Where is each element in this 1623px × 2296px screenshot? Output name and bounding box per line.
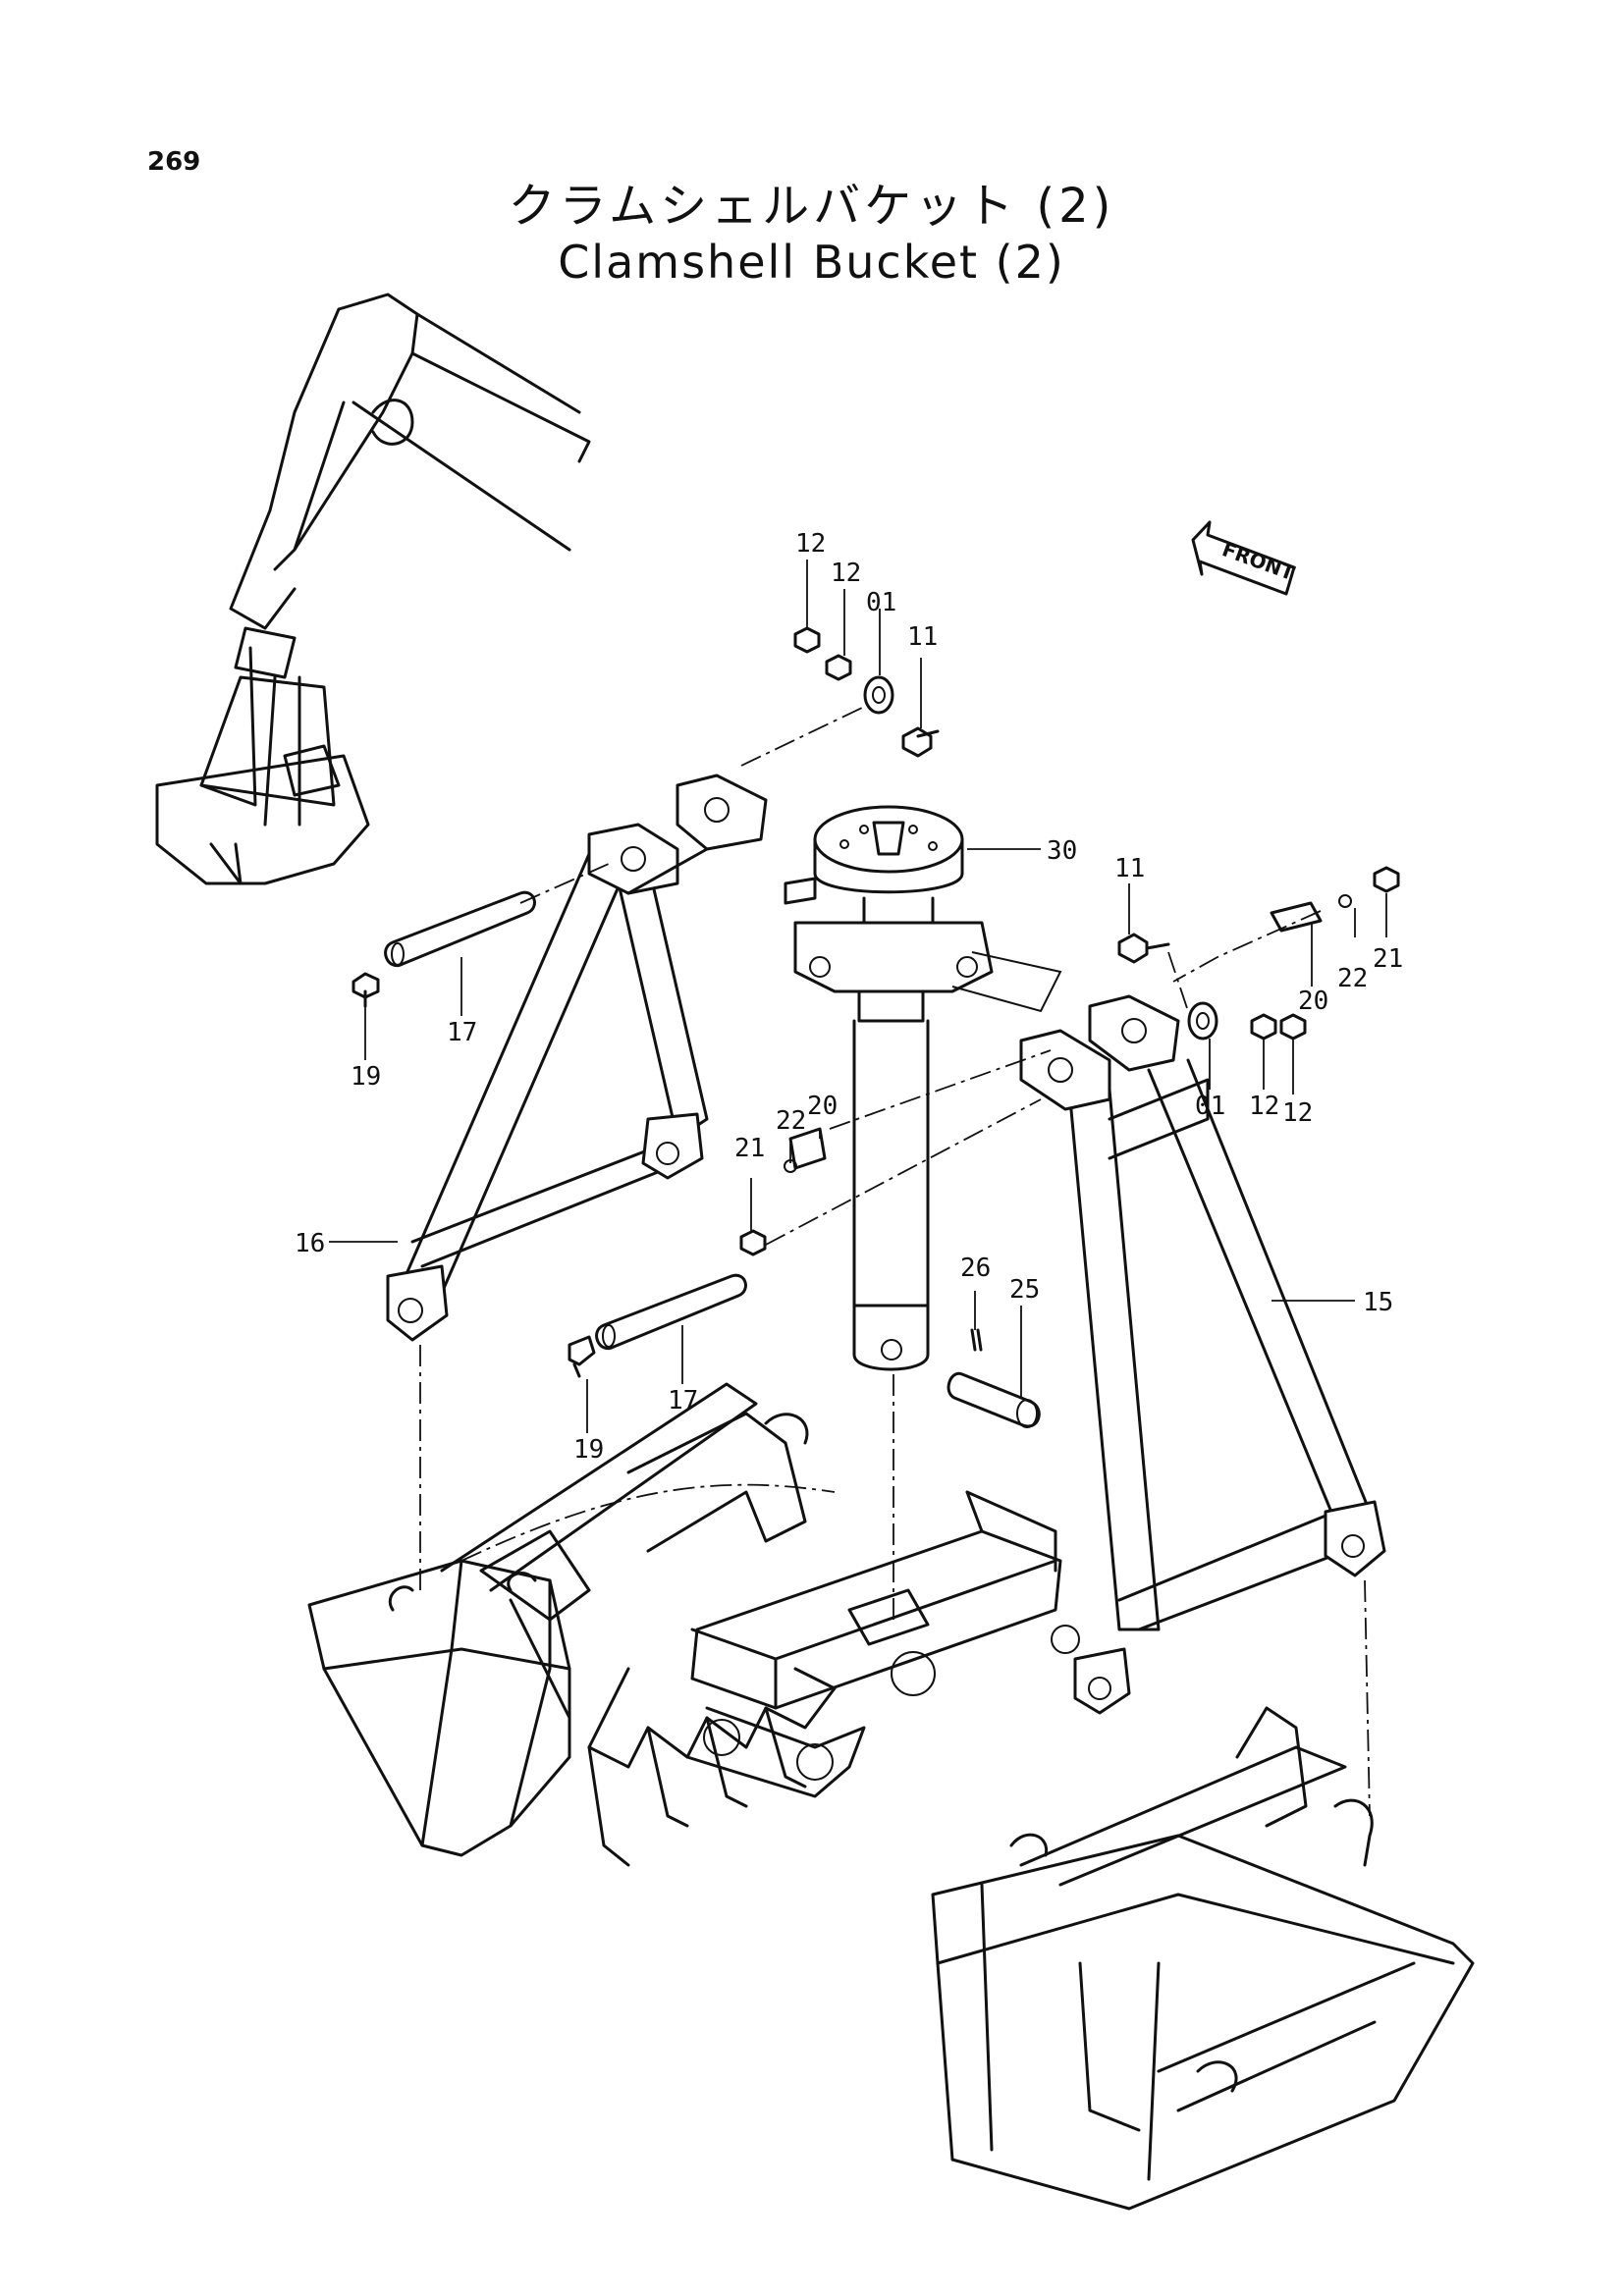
title-japanese: クラムシェルバケット (2)	[508, 179, 1115, 234]
callout-26-cotter-pin: 26	[960, 1254, 991, 1283]
callout-17-pin-lower: 17	[668, 1386, 698, 1415]
callout-20-stopper-right: 20	[1298, 987, 1328, 1016]
excavator-inset-illustration	[155, 293, 591, 885]
right-a-frame	[1019, 994, 1386, 1715]
callout-11-bolt-right: 11	[1114, 854, 1145, 883]
callout-01-washer-right: 01	[1195, 1092, 1225, 1121]
pins-and-hardware	[352, 626, 1400, 1428]
callout-22-washer-right: 22	[1337, 964, 1368, 993]
callout-12-nut-right-a: 12	[1249, 1092, 1279, 1121]
callout-12-nut-top-a: 12	[795, 529, 826, 559]
alignment-lines	[419, 706, 1371, 1817]
callout-22-washer-left: 22	[776, 1106, 806, 1136]
callout-30-rotator: 30	[1047, 836, 1077, 866]
callout-01-washer-top: 01	[866, 588, 896, 617]
right-bucket-half	[931, 1706, 1475, 2211]
callout-15-right-frame: 15	[1363, 1288, 1393, 1317]
front-direction-arrow: FRONT	[1191, 520, 1298, 596]
callout-20-stopper-left: 20	[807, 1092, 838, 1121]
rotator-cylinder	[784, 805, 1062, 1371]
callout-12-nut-right-b: 12	[1282, 1098, 1313, 1128]
cross-beam	[685, 1490, 1080, 1798]
left-bucket-half	[307, 1382, 837, 1867]
callout-16-left-frame: 16	[295, 1229, 325, 1258]
left-a-frame	[386, 774, 768, 1342]
callout-17-pin-upper: 17	[447, 1018, 477, 1047]
callout-12-nut-top-b: 12	[831, 559, 861, 588]
callout-19-bolt-lower: 19	[573, 1435, 604, 1465]
page-number: 269	[147, 147, 201, 177]
callout-labels: 12 12 01 11 30 11 21 22 20 01 12 12 17 1…	[295, 529, 1403, 1465]
callout-21-bolt-right: 21	[1373, 944, 1403, 974]
title-english: Clamshell Bucket (2)	[558, 236, 1065, 289]
callout-21-bolt-left: 21	[734, 1134, 765, 1163]
leader-lines	[329, 560, 1387, 1433]
callout-11-bolt-top: 11	[907, 622, 938, 652]
callout-25-pin: 25	[1009, 1275, 1040, 1305]
callout-19-bolt-upper: 19	[351, 1062, 381, 1092]
